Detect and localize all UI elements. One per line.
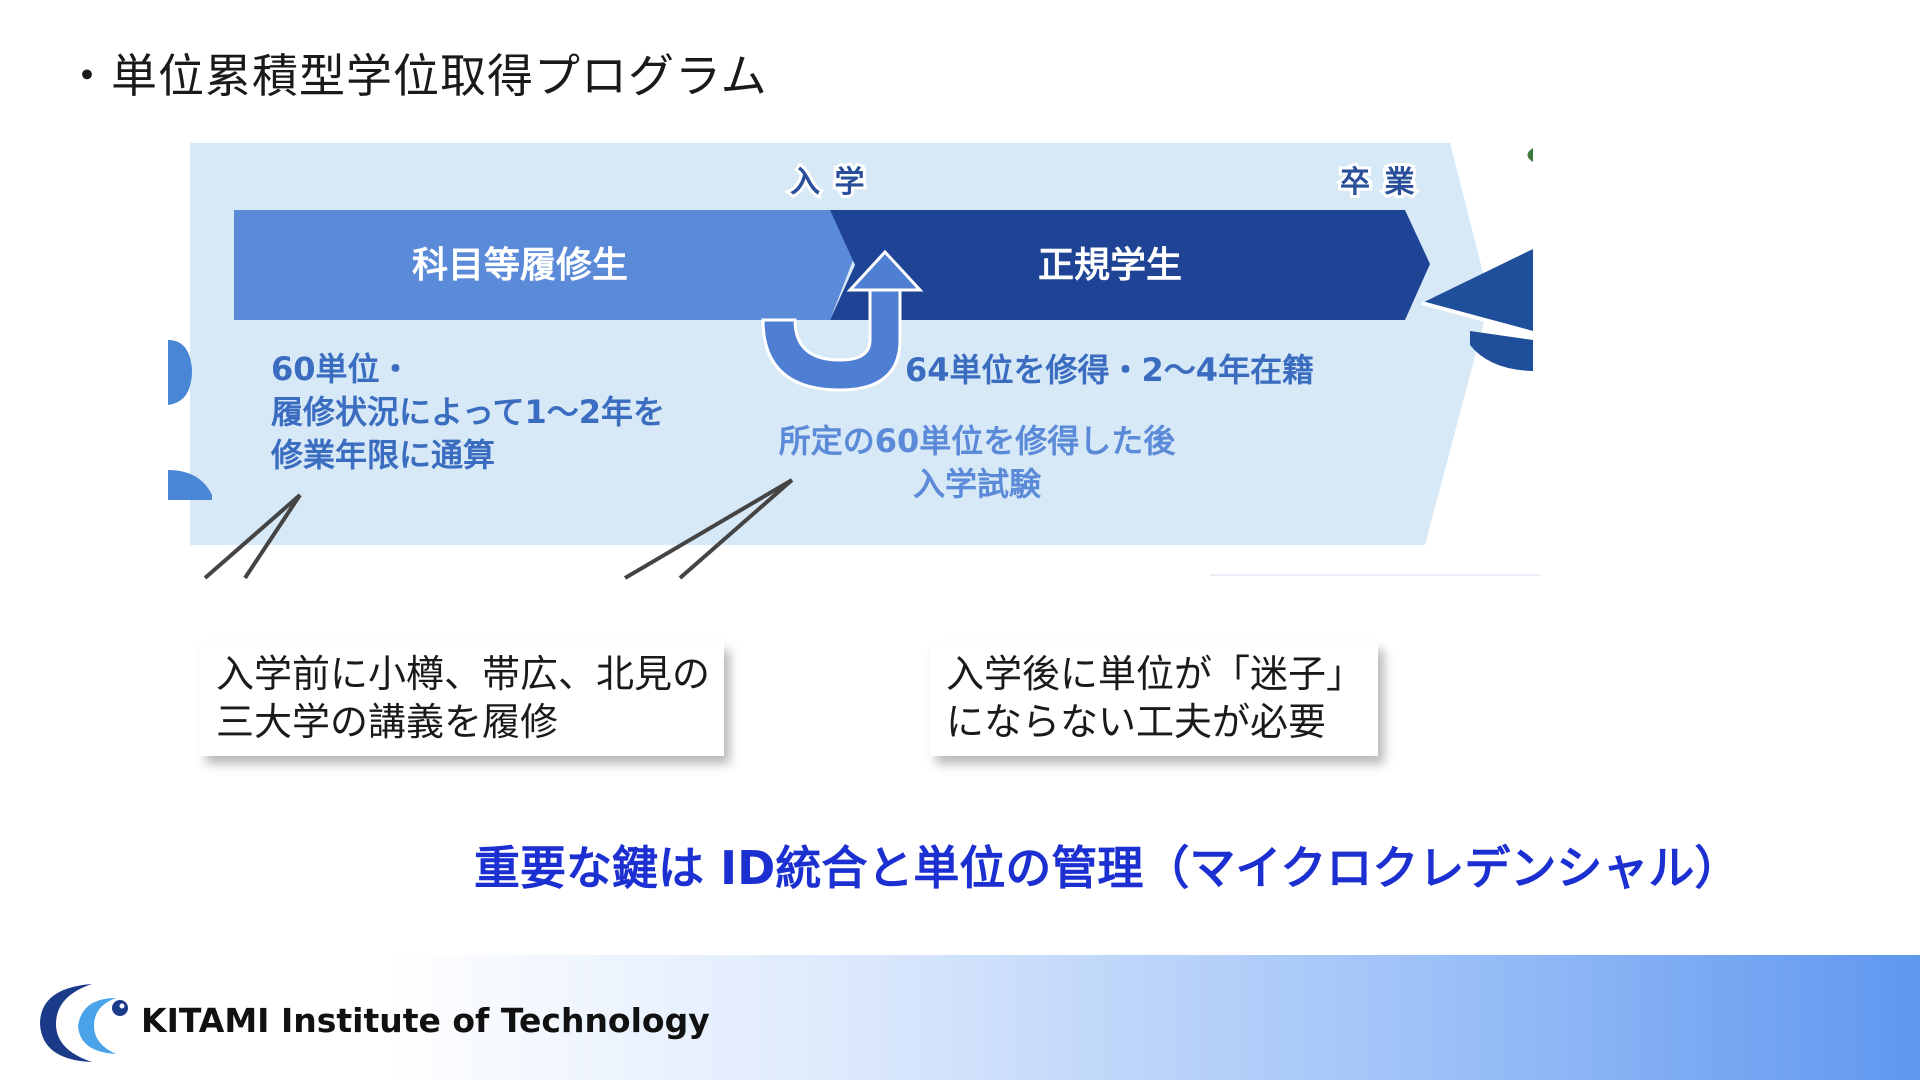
note-left-line2: 三大学の講義を履修 <box>216 700 559 744</box>
note-right-line2: にならない工夫が必要 <box>946 700 1327 744</box>
stage2-desc: 64単位を修得・2～4年在籍 <box>905 351 1314 389</box>
uturn-arrow-icon <box>761 249 924 392</box>
stage2-title: 正規学生 <box>1038 244 1182 286</box>
student-figure-icon <box>168 340 212 500</box>
stage1-title: 科目等履修生 <box>412 245 628 286</box>
stage1-desc-line1: 60単位・ <box>271 350 412 388</box>
transition-desc-line1: 所定の60単位を修得した後 <box>779 422 1177 460</box>
program-diagram: 入 学 卒 業 科目等履修生 正規学生 60単位・ 履修状況によって1～2年を … <box>168 143 1540 580</box>
slide-title: ・単位累積型学位取得プログラム <box>64 49 768 103</box>
stage1-arrow <box>234 210 855 320</box>
transition-desc-line2: 入学試験 <box>913 465 1042 503</box>
callout-pointer-lines <box>203 478 794 580</box>
stage1-desc-line3: 修業年限に通算 <box>270 436 495 474</box>
key-message: 重要な鍵は ID統合と単位の管理（マイクロクレデンシャル） <box>474 841 1741 895</box>
crescent-logo-icon <box>40 984 128 1062</box>
note-right: 入学後に単位が「迷子」 にならない工夫が必要 <box>930 642 1379 756</box>
note-left: 入学前に小樽、帯広、北見の 三大学の講義を履修 <box>200 642 725 756</box>
background-band <box>190 143 1490 545</box>
note-left-line1: 入学前に小樽、帯広、北見の <box>216 652 711 696</box>
graduation-cap-icon <box>1421 148 1534 371</box>
stage2-arrow <box>830 210 1430 320</box>
institution-name: KITAMI Institute of Technology <box>141 1001 710 1040</box>
footer-band <box>0 955 1920 1080</box>
note-right-line1: 入学後に単位が「迷子」 <box>946 652 1365 696</box>
graduate-label: 卒 業 <box>1340 165 1416 200</box>
enroll-label: 入 学 <box>790 165 866 200</box>
stage1-desc-line2: 履修状況によって1～2年を <box>271 393 665 431</box>
